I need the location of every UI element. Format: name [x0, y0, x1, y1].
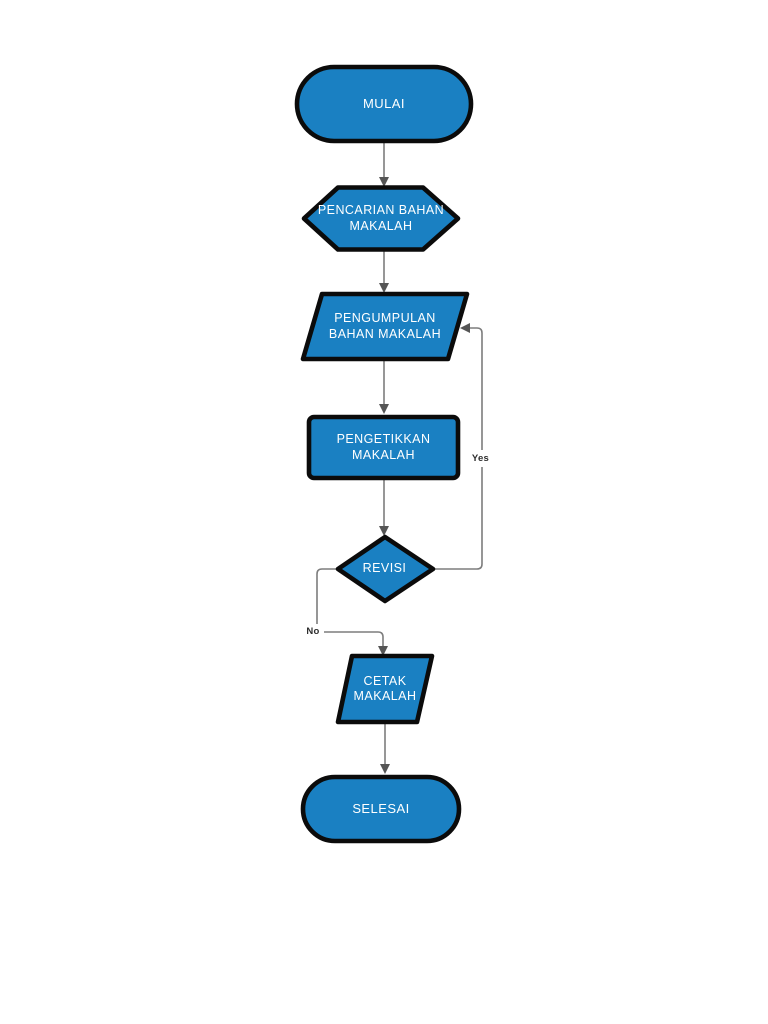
node-collect-parallelogram-shape — [300, 291, 470, 362]
node-print-parallelogram-shape — [335, 653, 435, 725]
arrowhead-revise-yes-to-collect — [460, 323, 470, 333]
node-typing-process-shape — [306, 414, 461, 481]
arrowhead-start-to-search — [379, 177, 389, 187]
node-revise-decision-shape — [335, 534, 436, 604]
nodes — [294, 64, 474, 844]
connector-revise-yes-to-collect — [432, 327, 483, 570]
arrowhead-typing-to-revise — [379, 526, 389, 536]
node-search-hexagon-shape — [301, 185, 461, 252]
node-start-terminator-shape — [294, 64, 474, 144]
arrowhead-search-to-collect — [379, 283, 389, 293]
connectors — [316, 143, 483, 774]
arrowhead-collect-to-typing — [379, 404, 389, 414]
node-end-terminator-shape — [300, 774, 462, 844]
arrowhead-print-to-end — [380, 764, 390, 774]
arrowhead-revise-no-to-print — [378, 646, 388, 656]
